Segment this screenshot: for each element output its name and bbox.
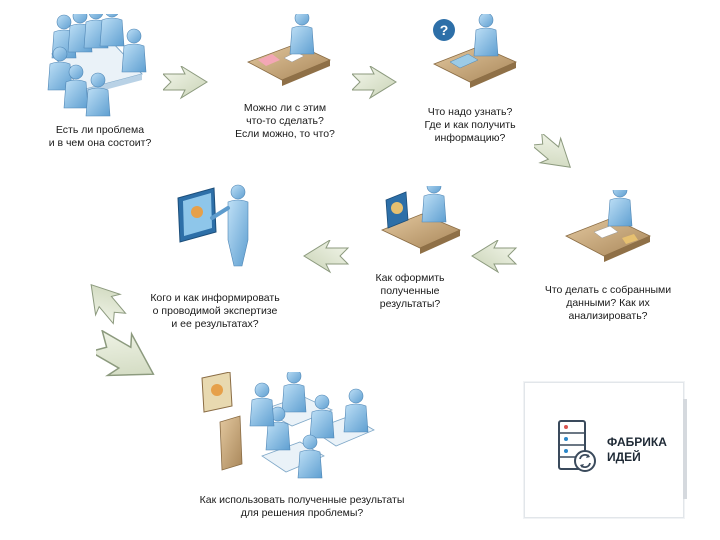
card-edge	[683, 399, 687, 499]
arrow-left-icon	[471, 240, 517, 273]
desk-worker-icon	[381, 186, 462, 254]
desk-worker-icon	[565, 190, 651, 262]
step-caption: Кого и как информировать о проводимой эк…	[150, 292, 280, 330]
conference-table-icon	[47, 14, 147, 117]
step-caption: Что надо узнать? Где и как получить инфо…	[424, 106, 516, 144]
document-refresh-icon	[558, 420, 596, 472]
brand-name: ФАБРИКА ИДЕЙ	[607, 435, 667, 464]
step-caption: Что делать с собранными данными? Как их …	[544, 284, 672, 322]
conference-table-icon	[201, 372, 375, 479]
arrow-right-icon	[163, 66, 208, 99]
step-caption: Можно ли с этим что-то сделать? Если мож…	[235, 102, 335, 140]
step-caption: Как использовать полученные результаты д…	[199, 494, 405, 519]
arrow-left-icon	[303, 240, 349, 273]
svg-text:?: ?	[440, 22, 449, 38]
desk-worker-icon	[247, 14, 331, 86]
arrow-right-icon	[352, 66, 397, 99]
brand-card: ФАБРИКА ИДЕЙ	[524, 382, 687, 518]
question-bubble-icon: ?	[433, 14, 517, 88]
step-caption: Есть ли проблема и в чем она состоит?	[48, 124, 152, 149]
presentation-board-icon	[177, 184, 249, 267]
arrow-left-icon	[80, 278, 132, 326]
arrow-right-icon	[534, 134, 582, 180]
arrow-right-icon	[96, 330, 167, 390]
step-caption: Как оформить полученные результаты?	[375, 272, 445, 310]
